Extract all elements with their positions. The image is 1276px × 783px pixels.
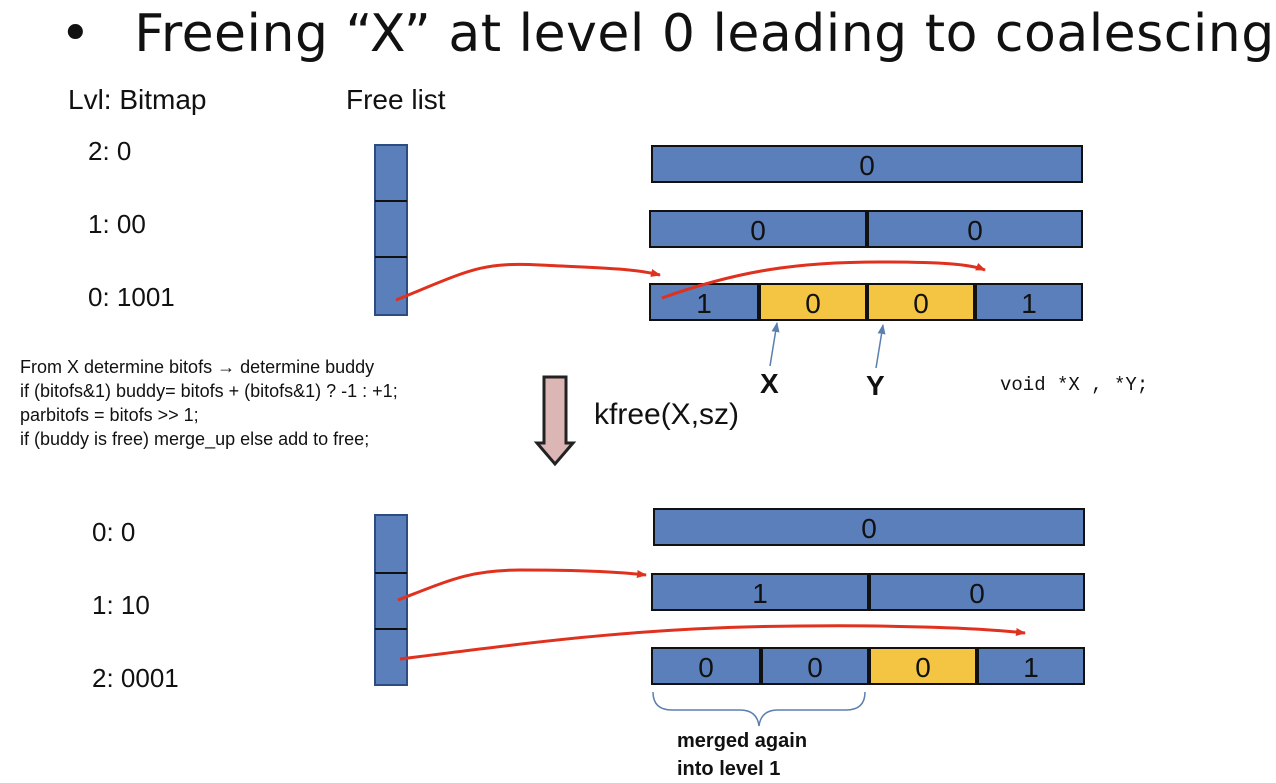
algorithm-line: if (buddy is free) merge_up else add to … [20,429,370,449]
algorithm-line: From X determine bitofs → determine budd… [20,357,375,377]
title-bullet: • [60,4,92,64]
free-list-header: Free list [346,84,446,115]
before-level0-block-2: 0 [867,283,975,321]
after-level1-block-1: 0 [869,573,1085,611]
after-level0-block-1: 0 [761,647,869,685]
operation-label: kfree(X,sz) [594,398,740,431]
after-level1-block-0: 1 [651,573,869,611]
merged-note: merged again into level 1 [677,727,807,783]
before-level0-block-1: 0 [759,283,867,321]
pointer-declaration: void *X , *Y; [1000,374,1149,396]
slide-title: • Freeing “X” at level 0 leading to coal… [60,4,1275,64]
before-free-list [374,144,408,316]
pointer-label-y: Y [866,370,885,401]
merged-note-line: into level 1 [677,758,781,780]
algorithm-line: if (bitofs&1) buddy= bitofs + (bitofs&1)… [20,381,398,401]
after-level0-block-3: 1 [977,647,1085,685]
after-freelist-arrow-to-level1 [397,568,647,602]
free-list-divider [375,256,407,258]
after-level2-block-0: 0 [653,508,1085,546]
merged-note-line: merged again [677,730,808,752]
transition-down-arrow [533,375,577,467]
free-list-divider [375,572,407,574]
free-list-divider [375,200,407,202]
pointer-x-arrow [769,322,780,367]
title-text: Freeing “X” at level 0 leading to coales… [134,4,1275,64]
before-level2-block-0: 0 [651,145,1083,183]
after-bitmap-row-1: 0: 0 [92,517,136,547]
after-bitmap-row-2: 1: 10 [92,590,150,620]
before-level0-block-3: 1 [975,283,1083,321]
before-level1-block-1: 0 [867,210,1083,248]
algorithm-line: parbitofs = bitofs >> 1; [20,405,199,425]
after-free-list [374,514,408,686]
before-bitmap-level-2: 2: 0 [88,136,132,166]
pointer-y-arrow [875,324,886,369]
algorithm-description: From X determine bitofs → determine budd… [20,355,398,451]
before-level1-block-0: 0 [649,210,867,248]
after-level0-block-2: 0 [869,647,977,685]
before-bitmap-level-1: 1: 00 [88,209,146,239]
after-bitmap-row-3: 2: 0001 [92,663,179,693]
free-list-divider [375,628,407,630]
before-freelist-arrow-to-block-0 [395,262,661,302]
pointer-label-x: X [760,368,779,399]
level-bitmap-header: Lvl: Bitmap [68,84,207,115]
before-bitmap-level-0: 0: 1001 [88,282,175,312]
merged-brace [652,691,866,727]
after-level0-block-0: 0 [651,647,761,685]
before-level0-block-0: 1 [649,283,759,321]
